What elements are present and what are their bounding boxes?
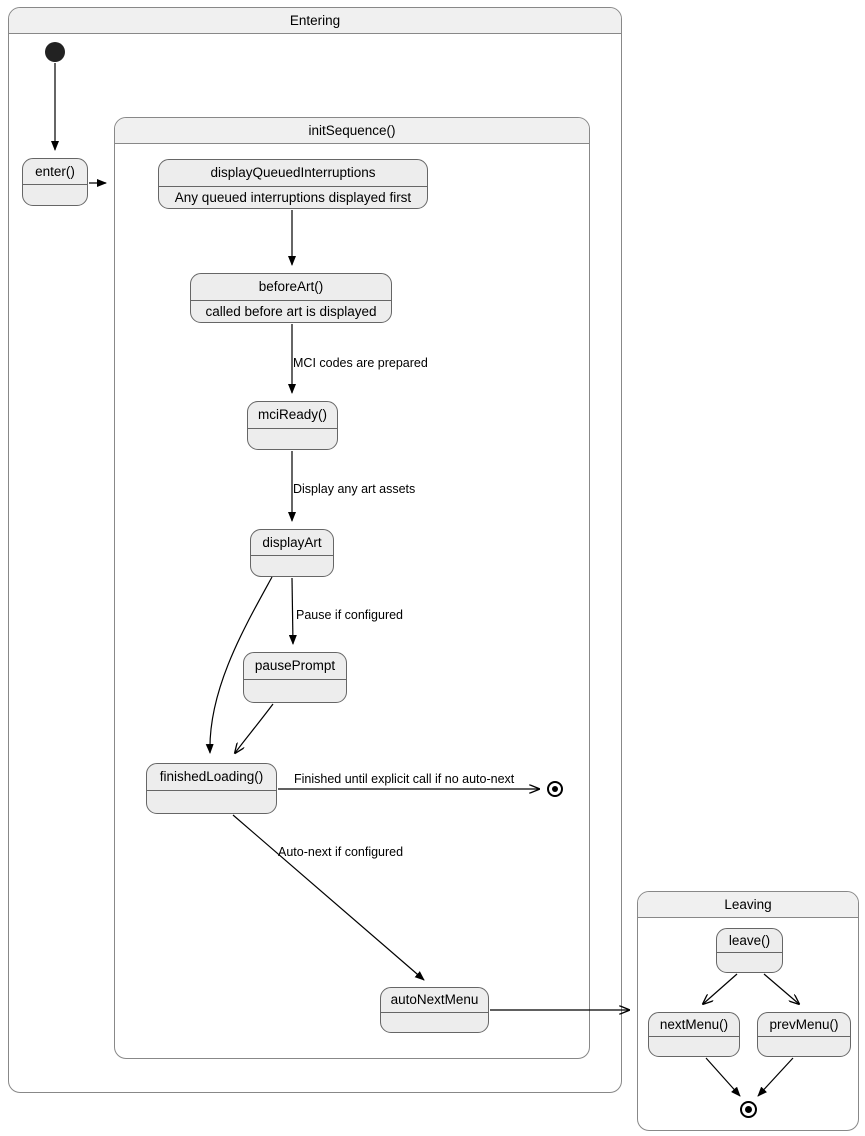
- state-leave[interactable]: leave(): [716, 928, 783, 973]
- state-before-art[interactable]: beforeArt() called before art is display…: [190, 273, 392, 323]
- state-enter-label: enter(): [35, 164, 75, 179]
- transition-label-finished-until-explicit: Finished until explicit call if no auto-…: [294, 772, 515, 786]
- final-state-node-init-sequence: [547, 781, 563, 797]
- state-finished-loading-label: finishedLoading(): [159, 769, 264, 784]
- state-pause-prompt-label: pausePrompt: [254, 658, 336, 673]
- transition-label-auto-next-if-configured: Auto-next if configured: [278, 845, 404, 859]
- composite-state-leaving[interactable]: Leaving: [637, 891, 859, 1131]
- state-leave-separator: [717, 952, 782, 953]
- state-display-queued-interruptions[interactable]: displayQueuedInterruptions Any queued in…: [158, 159, 428, 209]
- state-prev-menu[interactable]: prevMenu(): [757, 1012, 851, 1057]
- state-auto-next-menu-separator: [381, 1012, 488, 1013]
- final-state-node-leaving: [740, 1101, 757, 1118]
- state-next-menu[interactable]: nextMenu(): [648, 1012, 740, 1057]
- state-display-art[interactable]: displayArt: [250, 529, 334, 577]
- state-pause-prompt-separator: [244, 679, 346, 680]
- transition-label-display-art-assets: Display any art assets: [293, 482, 416, 496]
- state-mci-ready-label: mciReady(): [257, 407, 327, 422]
- state-display-queued-interruptions-separator: [159, 186, 427, 187]
- composite-state-init-sequence-title: initSequence(): [115, 118, 589, 144]
- state-enter-separator: [23, 184, 87, 185]
- state-display-art-separator: [251, 555, 333, 556]
- state-leave-label: leave(): [728, 933, 771, 948]
- state-auto-next-menu-label: autoNextMenu: [390, 992, 479, 1007]
- composite-state-init-sequence[interactable]: initSequence(): [114, 117, 590, 1059]
- composite-state-entering-title: Entering: [9, 8, 621, 34]
- state-auto-next-menu[interactable]: autoNextMenu: [380, 987, 489, 1033]
- state-before-art-label: beforeArt(): [258, 279, 324, 294]
- initial-state-node-entering: [45, 42, 65, 62]
- state-prev-menu-label: prevMenu(): [769, 1017, 839, 1032]
- state-next-menu-separator: [649, 1036, 739, 1037]
- state-finished-loading[interactable]: finishedLoading(): [146, 763, 277, 814]
- transition-label-mci-codes: MCI codes are prepared: [293, 356, 428, 370]
- state-display-queued-interruptions-label: displayQueuedInterruptions: [210, 165, 376, 180]
- state-display-queued-interruptions-desc: Any queued interruptions displayed first: [174, 190, 412, 205]
- state-next-menu-label: nextMenu(): [659, 1017, 729, 1032]
- state-before-art-separator: [191, 300, 391, 301]
- state-prev-menu-separator: [758, 1036, 850, 1037]
- state-enter[interactable]: enter(): [22, 158, 88, 206]
- transition-label-pause-if-configured: Pause if configured: [296, 608, 404, 622]
- state-finished-loading-separator: [147, 790, 276, 791]
- state-before-art-desc: called before art is displayed: [205, 304, 377, 319]
- state-display-art-label: displayArt: [262, 535, 322, 550]
- state-mci-ready[interactable]: mciReady(): [247, 401, 338, 450]
- state-pause-prompt[interactable]: pausePrompt: [243, 652, 347, 703]
- state-mci-ready-separator: [248, 428, 337, 429]
- composite-state-leaving-title: Leaving: [638, 892, 858, 918]
